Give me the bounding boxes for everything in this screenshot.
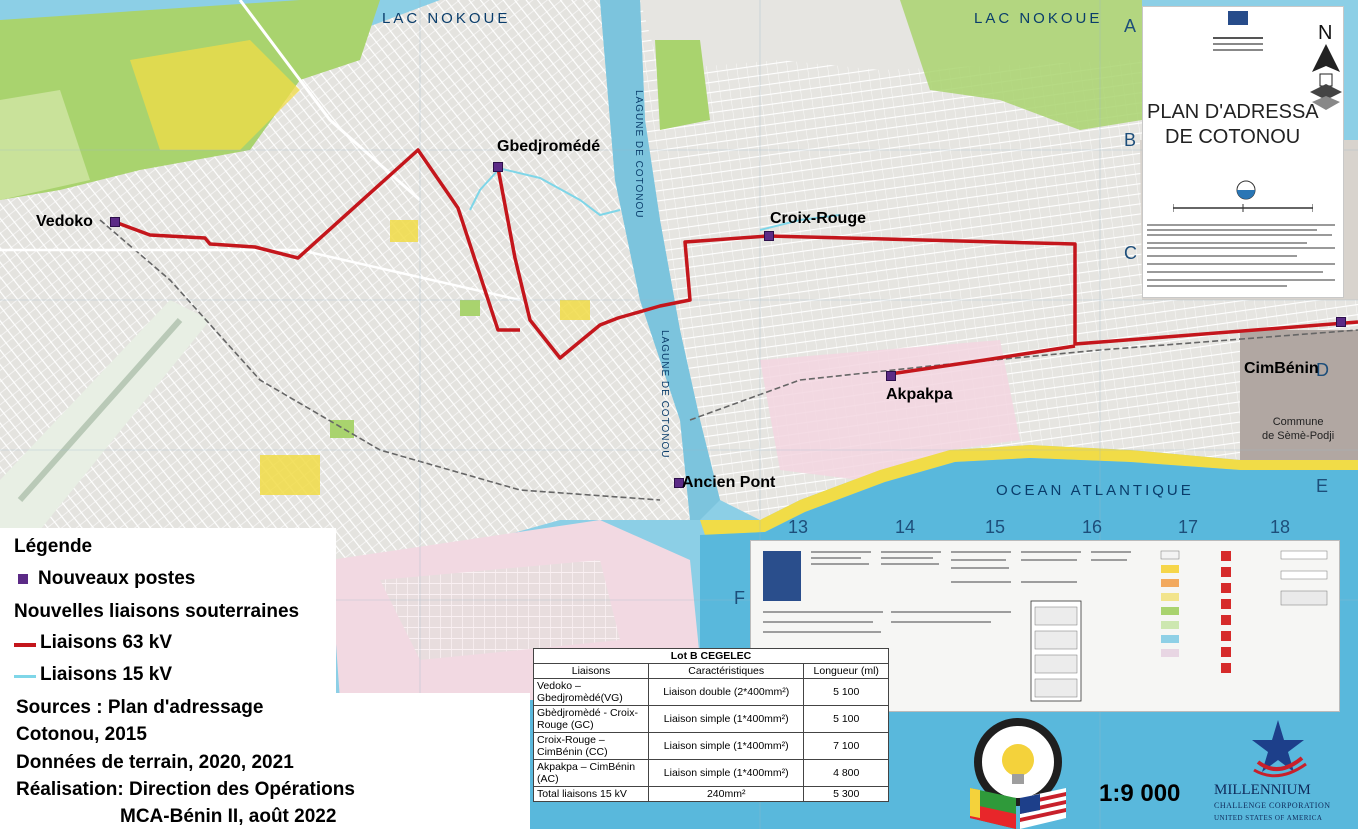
- legend-15kv-line-icon: [14, 675, 36, 678]
- grid-col-18: 18: [1270, 517, 1291, 537]
- commune-seme-podji-label: Commune de Sèmè-Podji: [1262, 415, 1334, 443]
- grid-row-e: E: [1316, 476, 1329, 496]
- sources-line-1: Sources : Plan d'adressage: [16, 697, 264, 718]
- legend-63kv-label: Liaisons 63 kV: [40, 632, 173, 653]
- lot-table-header-row: Liaisons Caractéristiques Longueur (ml): [533, 663, 889, 679]
- plan-title-line2: DE COTONOU: [1165, 126, 1301, 148]
- grid-row-b: B: [1124, 130, 1137, 150]
- legend-63kv-line-icon: [14, 643, 36, 647]
- lot-table-cell-liaison: Vedoko – Gbedjromèdé(VG): [533, 678, 649, 706]
- grid-row-c: C: [1124, 243, 1137, 263]
- mcc-country: UNITED STATES OF AMERICA: [1214, 814, 1323, 822]
- table-row: Total liaisons 15 kV 240mm² 5 300: [533, 786, 889, 802]
- place-ancien-pont: Ancien Pont: [682, 474, 776, 491]
- grid-col-13: 13: [788, 517, 809, 537]
- lot-table-cell-carac: 240mm²: [647, 786, 805, 802]
- lot-table-header-liaisons: Liaisons: [533, 663, 649, 679]
- sources-line-2: Cotonou, 2015: [16, 724, 147, 745]
- lot-table-cell-longueur: 5 300: [803, 786, 889, 802]
- sources-line-5: MCA-Bénin II, août 2022: [120, 806, 337, 827]
- lac-nokoue-east-label: LAC NOKOUE: [974, 10, 1103, 27]
- plan-scale-bar: [1173, 204, 1313, 212]
- map-info-panel-graphics: [763, 550, 1328, 702]
- grid-col-17: 17: [1178, 517, 1199, 537]
- grid-col-15: 15: [985, 517, 1006, 537]
- mca-benin-logo: [970, 718, 1066, 829]
- plan-fine-print: [1147, 224, 1335, 287]
- lagune-upper-label: LAGUNE DE COTONOU: [633, 90, 644, 219]
- lot-table-wrapper: Lot B CEGELEC Liaisons Caractéristiques …: [533, 648, 889, 802]
- table-row: Croix-Rouge – CimBénin (CC) Liaison simp…: [533, 732, 889, 760]
- sources-line-4: Réalisation: Direction des Opérations: [16, 779, 355, 800]
- lot-table-cell-liaison: Gbèdjromèdé - Croix-Rouge (GC): [533, 705, 649, 733]
- lot-table-cell-liaison: Croix-Rouge – CimBénin (CC): [533, 732, 649, 760]
- lac-nokoue-west-label: LAC NOKOUE: [382, 10, 511, 27]
- table-row: Akpakpa – CimBénin (AC) Liaison simple (…: [533, 759, 889, 787]
- grid-col-14: 14: [895, 517, 916, 537]
- place-cimbenin: CimBénin: [1244, 360, 1319, 377]
- lot-table-cell-carac: Liaison simple (1*400mm²): [647, 705, 805, 733]
- plan-title-box: PLAN D'ADRESSA DE COTONOU: [1142, 6, 1344, 298]
- grid-row-d: D: [1316, 360, 1329, 380]
- legend-post-icon: [18, 574, 28, 584]
- post-gbedjromede-marker[interactable]: [493, 162, 503, 172]
- table-row: Gbèdjromèdé - Croix-Rouge (GC) Liaison s…: [533, 705, 889, 733]
- place-vedoko: Vedoko: [36, 213, 93, 230]
- place-akpakpa: Akpakpa: [886, 386, 953, 403]
- sources-block: Sources : Plan d'adressage Cotonou, 2015…: [0, 693, 530, 829]
- lot-table-header-caracteristiques: Caractéristiques: [647, 663, 805, 679]
- lot-table-cell-carac: Liaison double (2*400mm²): [647, 678, 805, 706]
- commune-line-2: de Sèmè-Podji: [1262, 430, 1335, 442]
- grid-col-16: 16: [1082, 517, 1103, 537]
- grid-row-a: A: [1124, 16, 1137, 36]
- lot-table-header-longueur: Longueur (ml): [803, 663, 889, 679]
- commune-line-1: Commune: [1272, 416, 1324, 428]
- place-croix-rouge: Croix-Rouge: [770, 210, 866, 227]
- lot-table-cell-longueur: 4 800: [803, 759, 889, 787]
- north-label: N: [1318, 22, 1333, 44]
- mcc-star-logo: [1252, 720, 1307, 778]
- lot-table-cell-longueur: 7 100: [803, 732, 889, 760]
- lot-table-title-row: Lot B CEGELEC: [533, 648, 889, 664]
- plan-title-line1: PLAN D'ADRESSA: [1147, 101, 1319, 123]
- post-akpakpa-marker[interactable]: [886, 371, 896, 381]
- legend-posts-label: Nouveaux postes: [38, 568, 196, 589]
- lot-table: Lot B CEGELEC Liaisons Caractéristiques …: [533, 648, 889, 802]
- plan-globe-icon: [1236, 180, 1256, 200]
- map-scale: 1:9 000: [1099, 780, 1181, 807]
- post-ancien-pont-marker[interactable]: [674, 478, 684, 488]
- legend-title: Légende: [14, 536, 93, 557]
- table-row: Vedoko – Gbedjromèdé(VG) Liaison double …: [533, 678, 889, 706]
- lot-table-cell-longueur: 5 100: [803, 705, 889, 733]
- lagune-lower-label: LAGUNE DE COTONOU: [659, 330, 670, 459]
- legend-box: Légende Nouveaux postes Nouvelles liaiso…: [0, 528, 336, 693]
- lot-table-title: Lot B CEGELEC: [533, 648, 889, 664]
- ocean-label: OCEAN ATLANTIQUE: [996, 482, 1194, 499]
- coat-of-arms-emblem: [1213, 11, 1263, 51]
- post-cimbenin-marker[interactable]: [1336, 317, 1346, 327]
- lot-table-cell-liaison: Akpakpa – CimBénin (AC): [533, 759, 649, 787]
- legend-15kv-label: Liaisons 15 kV: [40, 664, 173, 685]
- post-croix-rouge-marker[interactable]: [764, 231, 774, 241]
- north-arrow-icon: [1310, 44, 1342, 110]
- place-gbedjromede: Gbedjromédé: [497, 138, 601, 155]
- mcc-subtitle: CHALLENGE CORPORATION: [1214, 801, 1331, 810]
- mcc-title: MILLENNIUM: [1214, 782, 1311, 798]
- lot-table-cell-longueur: 5 100: [803, 678, 889, 706]
- lot-table-cell-liaison: Total liaisons 15 kV: [533, 786, 649, 802]
- legend-underground-label: Nouvelles liaisons souterraines: [14, 601, 300, 622]
- post-vedoko-marker[interactable]: [110, 217, 120, 227]
- sources-line-3: Données de terrain, 2020, 2021: [16, 752, 294, 773]
- grid-row-f: F: [734, 588, 745, 608]
- lot-table-cell-carac: Liaison simple (1*400mm²): [647, 732, 805, 760]
- lot-table-cell-carac: Liaison simple (1*400mm²): [647, 759, 805, 787]
